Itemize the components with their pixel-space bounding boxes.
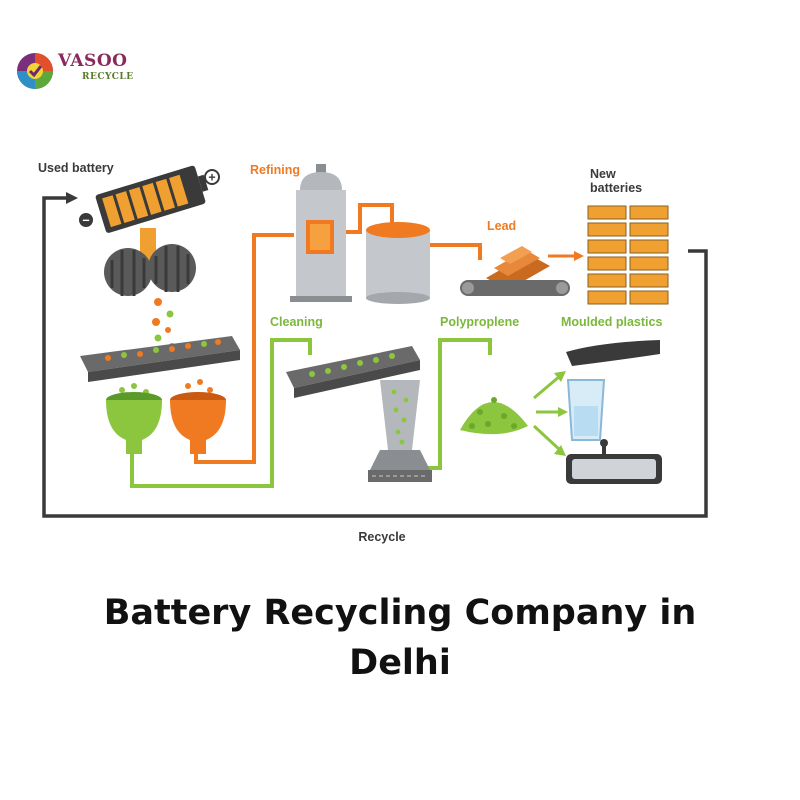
cleaning-tray-icon <box>286 346 420 398</box>
label-polypropylene: Polyproplene <box>440 315 519 329</box>
particles-icon <box>152 298 175 349</box>
label-cleaning: Cleaning <box>270 315 323 329</box>
label-used-battery: Used battery <box>38 161 114 175</box>
brand-subtitle: RECYCLE <box>82 72 134 82</box>
battery-recycling-diagram: + − <box>38 161 708 544</box>
page-title: Battery Recycling Company in Delhi <box>40 588 760 688</box>
label-moulded-plastics: Moulded plastics <box>561 315 662 329</box>
sorting-tray-icon <box>80 336 240 382</box>
plastic-cup-icon <box>566 379 606 441</box>
cyclone-separator-icon <box>368 380 432 482</box>
orange-pipe <box>194 233 294 464</box>
orange-funnel-icon <box>170 392 226 454</box>
title-line-2: Delhi <box>349 643 451 683</box>
green-arrows-icon <box>532 374 562 452</box>
minus-terminal-icon: − <box>79 213 93 228</box>
brand-logo[interactable]: VASOO RECYCLE <box>14 46 164 94</box>
label-new-batteries-2: batteries <box>590 181 642 195</box>
funnel-particles-icon <box>119 379 213 395</box>
label-recycle: Recycle <box>358 530 405 544</box>
molten-tank-icon <box>366 222 430 304</box>
label-new-batteries-1: New <box>590 167 616 181</box>
used-battery-icon <box>95 165 209 233</box>
orange-pipe-top <box>342 203 394 234</box>
svg-text:−: − <box>82 214 89 228</box>
recycle-logo-icon <box>17 53 53 89</box>
crusher-rollers-icon <box>104 244 196 296</box>
label-lead: Lead <box>487 219 516 233</box>
green-funnel-icon <box>106 392 162 454</box>
svg-text:+: + <box>208 171 215 185</box>
polypropylene-pile-icon <box>460 397 528 435</box>
car-mirror-icon <box>566 439 662 484</box>
brand-name: VASOO <box>58 51 128 71</box>
orange-pipe-to-lead <box>430 243 482 260</box>
green-pipe <box>130 338 312 488</box>
conveyor-belt-icon <box>460 280 570 296</box>
new-batteries-icon <box>587 205 669 305</box>
label-refining: Refining <box>250 163 300 177</box>
plus-terminal-icon: + <box>204 169 220 185</box>
refining-tower-icon <box>290 164 352 302</box>
title-line-1: Battery Recycling Company in <box>103 593 697 633</box>
bumper-part-icon <box>566 340 660 366</box>
recycle-loop-line <box>42 196 708 518</box>
recycle-arrowhead <box>66 192 78 204</box>
